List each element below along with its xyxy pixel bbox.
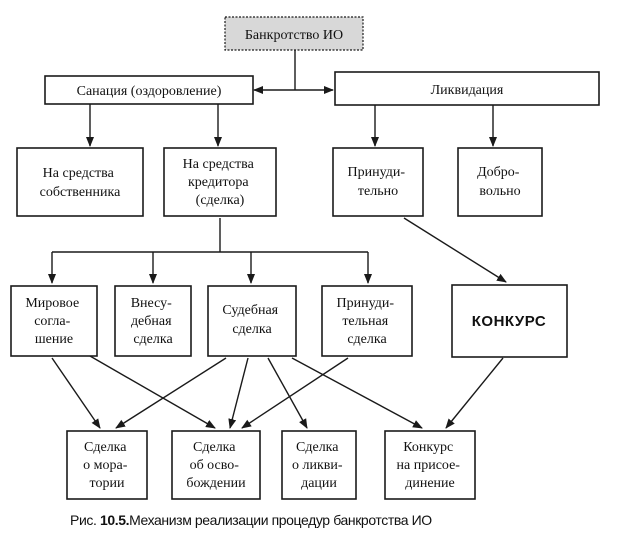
connector-forced-deal-release [241,357,349,429]
node-moratorium: Сделка о мора- тории [66,430,148,500]
node-sanation-label: Санация (оздоровление) [77,84,222,99]
node-creditor-funds-box [163,147,277,217]
connector-judicial-moratorium [115,357,227,429]
node-judicial-label: Судебная сделка [222,303,281,337]
node-voluntary-label: Добро- вольно [477,165,523,199]
connector-forced-contest [403,217,507,283]
node-liquidation-deal-label: Сделка о ликви- дации [292,440,346,491]
figure-caption: Рис. 10.5.Механизм реализации процедур б… [70,512,630,528]
connector-judicial-contest-join [291,357,423,429]
node-out-of-court: Внесу- дебная сделка [114,285,192,357]
node-contest-label: КОНКУРС [472,313,546,330]
node-contest: КОНКУРС [451,284,568,358]
node-judicial: Судебная сделка [207,285,297,357]
connector-amicable-release [89,355,216,429]
node-liquidation-deal: Сделка о ликви- дации [281,430,357,500]
node-owner-funds: На средства собственника [16,147,144,217]
node-sanation: Санация (оздоровление) [44,75,254,105]
node-moratorium-label: Сделка о мора- тории [83,440,131,491]
node-forced-deal: Принуди- тельная сделка [321,285,413,357]
node-forced-label: Принуди- тельно [348,165,409,199]
node-creditor-funds-label: На средства кредитора (сделка) [183,157,258,208]
node-amicable-box [10,285,98,357]
connector-judicial-liquidation [267,357,308,429]
node-creditor-funds: На средства кредитора (сделка) [163,147,277,217]
node-contest-join-box [384,430,476,500]
node-out-of-court-box [114,285,192,357]
node-contest-join: Конкурс на присое- динение [384,430,476,500]
node-root: Банкротство ИО [224,16,364,51]
caption-text: Механизм реализации процедур банкротства… [129,512,432,528]
node-forced: Принуди- тельно [332,147,424,217]
caption-prefix: Рис. [70,512,100,528]
connector-amicable-moratorium [51,357,101,429]
caption-number: 10.5. [99,512,130,528]
node-liquidation-deal-box [281,430,357,500]
node-contest-join-label: Конкурс на присое- динение [397,440,464,491]
node-voluntary-box [457,147,543,217]
connectors [48,50,507,429]
node-moratorium-box [66,430,148,500]
node-sanation-box [44,75,254,105]
node-liquidation-label: Ликвидация [431,83,504,98]
connector-judicial-release [228,357,249,429]
node-liquidation-box [334,71,600,106]
node-forced-deal-label: Принуди- тельная сделка [337,296,398,347]
node-release-label: Сделка об осво- бождении [186,440,246,491]
node-owner-funds-label: На средства собственника [40,166,121,200]
node-liquidation: Ликвидация [334,71,600,106]
node-release-box [171,430,261,500]
node-judicial-box [207,285,297,357]
node-out-of-court-label: Внесу- дебная сделка [131,296,176,347]
node-voluntary: Добро- вольно [457,147,543,217]
connector-contest-contest-join [445,357,504,429]
node-amicable: Мировое согла- шение [10,285,98,357]
node-owner-funds-box [16,147,144,217]
node-root-label: Банкротство ИО [245,28,343,43]
node-contest-box [451,284,568,358]
node-amicable-label: Мировое согла- шение [25,296,82,347]
node-release: Сделка об осво- бождении [171,430,261,500]
node-root-box [224,16,364,51]
node-forced-deal-box [321,285,413,357]
node-forced-box [332,147,424,217]
